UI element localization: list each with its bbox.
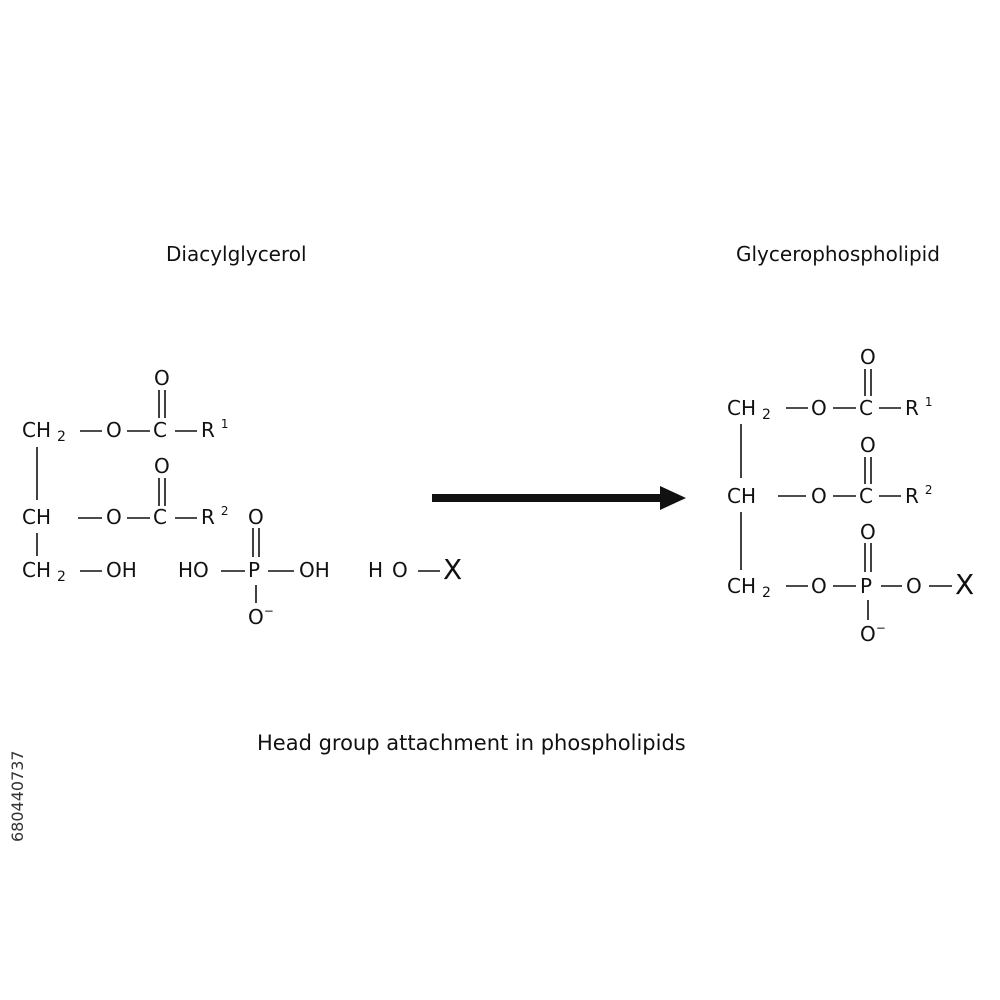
- title-diacylglycerol: Diacylglycerol: [166, 242, 307, 266]
- title-glycerophospholipid: Glycerophospholipid: [736, 242, 940, 266]
- r-phosphate-ester-oxygen: O: [906, 574, 922, 598]
- ester-oxygen-2: O: [106, 505, 122, 529]
- r-phosphate-oxygen-anion: O−: [860, 621, 886, 646]
- phosphate-oxygen-anion: O−: [248, 604, 274, 629]
- carbonyl-oxygen-1: O: [154, 366, 170, 390]
- r-carbonyl-carbon-2: C: [859, 484, 873, 508]
- r-phosphate-oxygen-double: O: [860, 520, 876, 544]
- arrow-head: [660, 486, 686, 510]
- phosphate-oh: OH: [299, 558, 330, 582]
- r-carbonyl-oxygen-2: O: [860, 433, 876, 457]
- headgroup-x: X: [443, 553, 463, 586]
- ester-oxygen-1: O: [106, 418, 122, 442]
- headgroup-hydrogen: H: [368, 558, 384, 582]
- phosphorus-atom: P: [248, 558, 261, 582]
- r-ester-oxygen-1: O: [811, 396, 827, 420]
- stock-id-watermark: 680440737: [8, 750, 27, 842]
- r-phosphorus-atom: P: [860, 574, 873, 598]
- phosphate-ho: HO: [178, 558, 209, 582]
- r-carbonyl-oxygen-1: O: [860, 345, 876, 369]
- r-headgroup-x: X: [955, 568, 975, 601]
- carbonyl-carbon-2: C: [153, 505, 167, 529]
- reaction-arrow: [432, 486, 686, 510]
- left-bonds: [36, 390, 440, 603]
- headgroup-oxygen: O: [392, 558, 408, 582]
- carbonyl-carbon-1: C: [153, 418, 167, 442]
- r-ch-group: CH: [727, 484, 757, 508]
- caption: Head group attachment in phospholipids: [257, 731, 686, 755]
- hydroxyl-group: OH: [106, 558, 137, 582]
- carbonyl-oxygen-2: O: [154, 454, 170, 478]
- ch-group: CH: [22, 505, 52, 529]
- r-ester-oxygen-3: O: [811, 574, 827, 598]
- r-ester-oxygen-2: O: [811, 484, 827, 508]
- right-bonds: [740, 369, 952, 620]
- r-carbonyl-carbon-1: C: [859, 396, 873, 420]
- phosphate-oxygen-double: O: [248, 505, 264, 529]
